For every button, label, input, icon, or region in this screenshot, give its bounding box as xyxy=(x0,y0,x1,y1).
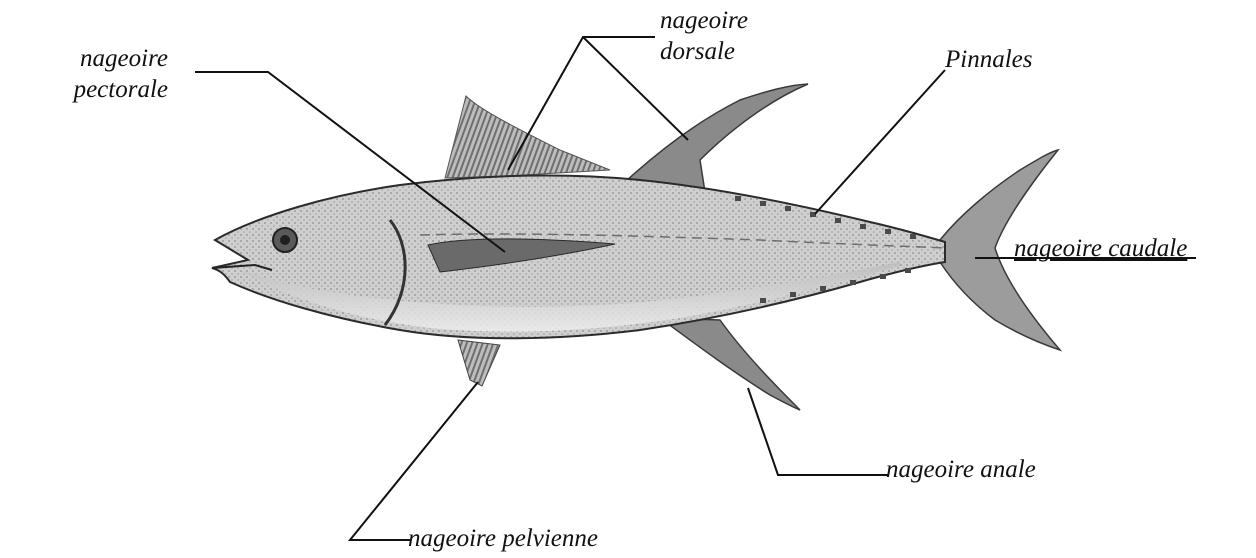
leader-pelvienne xyxy=(350,382,478,540)
label-pectorale-line1: nageoire xyxy=(20,43,168,74)
label-dorsale-line2: dorsale xyxy=(660,36,780,67)
label-pinnales: Pinnales xyxy=(945,44,1033,75)
leader-pinnales xyxy=(815,70,945,214)
pelvic-fin xyxy=(458,340,500,386)
label-pectorale: nageoire pectorale xyxy=(20,43,168,105)
label-dorsale: nageoire dorsale xyxy=(660,5,780,67)
label-pectorale-line2: pectorale xyxy=(20,74,168,105)
second-dorsal-fin xyxy=(625,84,808,192)
label-pelvienne: nageoire pelvienne xyxy=(408,523,598,554)
leader-anale xyxy=(748,388,888,475)
anal-fin xyxy=(660,318,800,410)
label-anale: nageoire anale xyxy=(886,454,1036,485)
label-caudale: nageoire caudale xyxy=(1014,233,1187,264)
label-dorsale-line1: nageoire xyxy=(660,5,780,36)
